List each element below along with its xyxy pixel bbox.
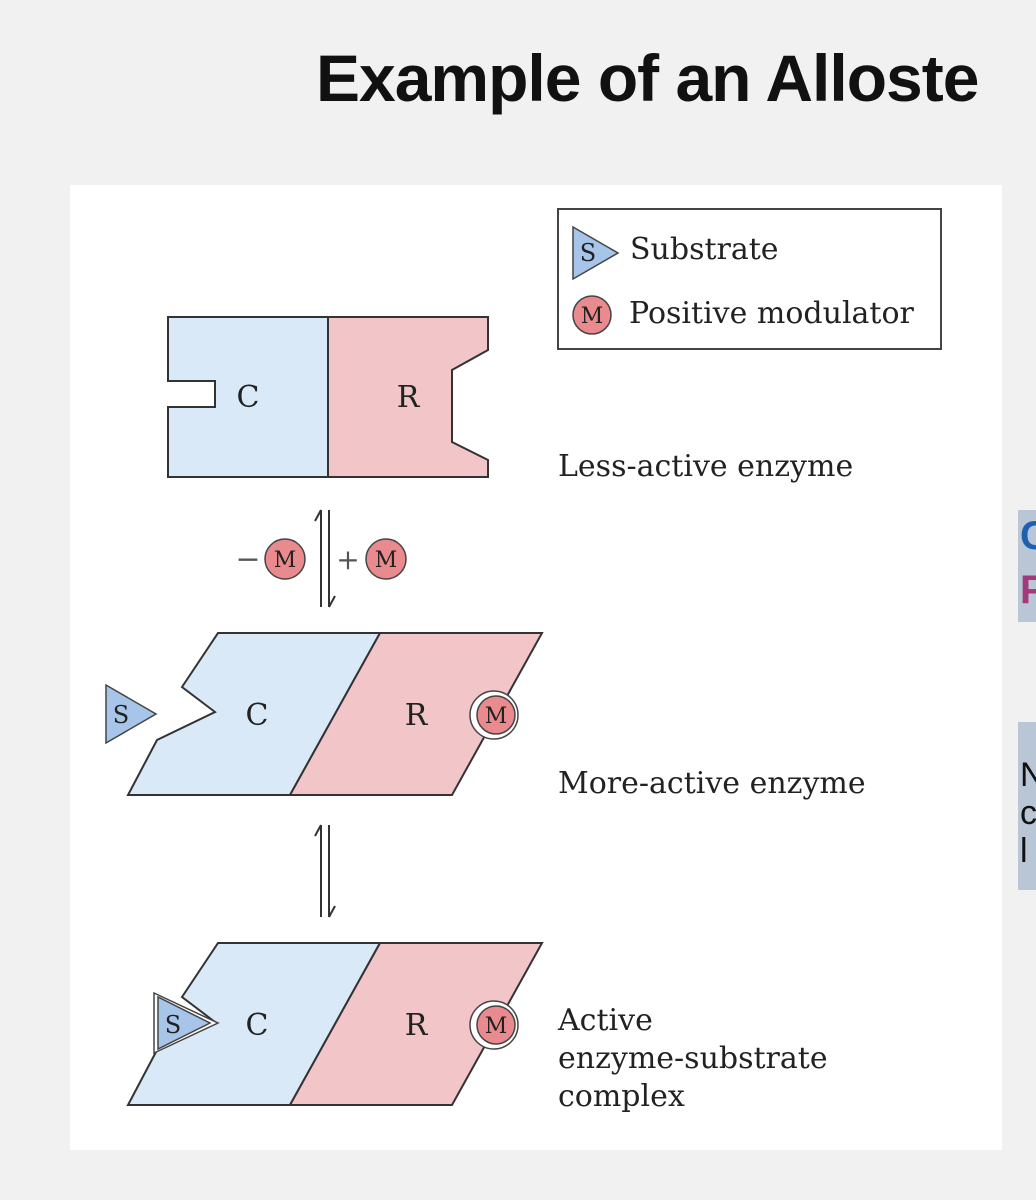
- legend-modulator-label: Positive modulator: [629, 296, 915, 331]
- equilibrium-arrows-icon: [314, 824, 336, 918]
- legend-modulator-symbol: M: [581, 304, 604, 329]
- regulatory-subunit: [327, 316, 489, 478]
- legend-modulator-icon: M: [572, 295, 612, 335]
- regulatory-label: R: [405, 1008, 429, 1043]
- side-body-line-3: l: [1020, 832, 1028, 870]
- substrate-bound-icon: S: [153, 991, 220, 1055]
- catalytic-label: C: [246, 698, 269, 733]
- svg-text:M: M: [274, 548, 297, 573]
- state-label-less-active: Less-active enzyme: [558, 449, 853, 484]
- legend-substrate-label: Substrate: [630, 232, 779, 267]
- modulator-bound-icon: M: [469, 690, 519, 740]
- side-body-line-1: N: [1020, 756, 1036, 794]
- svg-text:M: M: [375, 548, 398, 573]
- side-heading-line-1: C: [1020, 514, 1036, 558]
- svg-text:S: S: [165, 1011, 181, 1039]
- slide-title: Example of an Alloste: [316, 41, 979, 115]
- legend-substrate-icon: S: [572, 225, 620, 281]
- regulatory-subunit: [288, 632, 544, 796]
- allosteric-enzyme-figure: S Substrate M Positive modulator C R Les…: [70, 185, 1002, 1150]
- legend: S Substrate M Positive modulator: [557, 208, 942, 350]
- regulatory-label: R: [405, 698, 429, 733]
- regulatory-label: R: [397, 380, 421, 415]
- equilibrium-arrows-icon: [314, 509, 336, 608]
- modulator-released-icon: M: [264, 538, 306, 580]
- svg-text:M: M: [485, 1014, 508, 1039]
- svg-text:S: S: [113, 701, 129, 729]
- legend-box: [557, 208, 942, 350]
- substrate-free-icon: S: [105, 683, 158, 745]
- equilibrium-modulator-binding: − M + M: [235, 509, 407, 608]
- allosteric-diagram: S Substrate M Positive modulator C R Les…: [105, 208, 942, 1114]
- side-panel-body: N c l: [1018, 722, 1036, 890]
- svg-text:M: M: [485, 704, 508, 729]
- plus-sign: +: [336, 543, 359, 576]
- catalytic-label: C: [237, 380, 260, 415]
- side-heading-line-2: P: [1020, 568, 1036, 612]
- catalytic-label: C: [246, 1008, 269, 1043]
- enzyme-substrate-complex: C R S M Active enzyme-substrate complex: [126, 942, 837, 1114]
- state-label-more-active: More-active enzyme: [558, 766, 866, 801]
- modulator-bound-icon: M: [469, 1000, 519, 1050]
- state-label-complex: Active enzyme-substrate complex: [557, 1003, 837, 1114]
- side-body-line-2: c: [1020, 794, 1036, 832]
- minus-sign: −: [235, 542, 260, 577]
- enzyme-more-active: C R S M More-active enzyme: [105, 632, 866, 801]
- legend-substrate-symbol: S: [580, 239, 596, 267]
- enzyme-less-active: C R Less-active enzyme: [167, 316, 853, 484]
- side-panel-heading: C P: [1018, 510, 1036, 622]
- regulatory-subunit: [288, 942, 544, 1106]
- modulator-added-icon: M: [365, 538, 407, 580]
